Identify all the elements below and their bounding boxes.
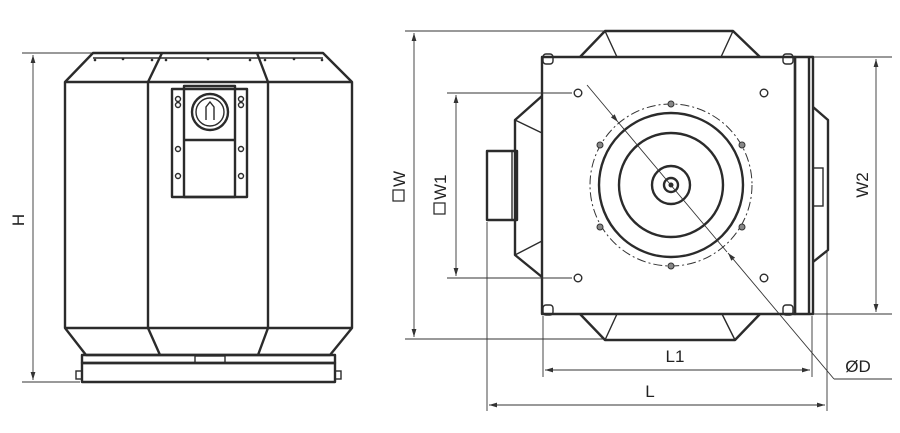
dimension-label-h: H [9,214,28,226]
dimension-label-w1: W1 [431,175,450,201]
rotary-switch-icon [190,92,230,132]
height-dimension: H [9,52,92,383]
diameter-dimension: ØD [586,84,892,380]
dimension-label-l: L [645,382,654,401]
width2-dimension: W2 [813,56,892,315]
dimension-label-l1: L1 [666,347,685,366]
length-dimension: L [486,222,828,411]
width-dimension: W [390,30,605,340]
dimension-label-w2: W2 [853,172,872,198]
control-box [170,84,249,199]
width1-dimension: W1 [431,92,572,279]
top-view: W W1 W2 L1 [390,29,892,411]
length1-dimension: L1 [542,316,813,377]
fan-inlet [589,100,753,270]
side-view: H [9,51,354,384]
dimension-label-w: W [390,171,409,187]
dimension-label-diameter: ØD [845,357,871,376]
